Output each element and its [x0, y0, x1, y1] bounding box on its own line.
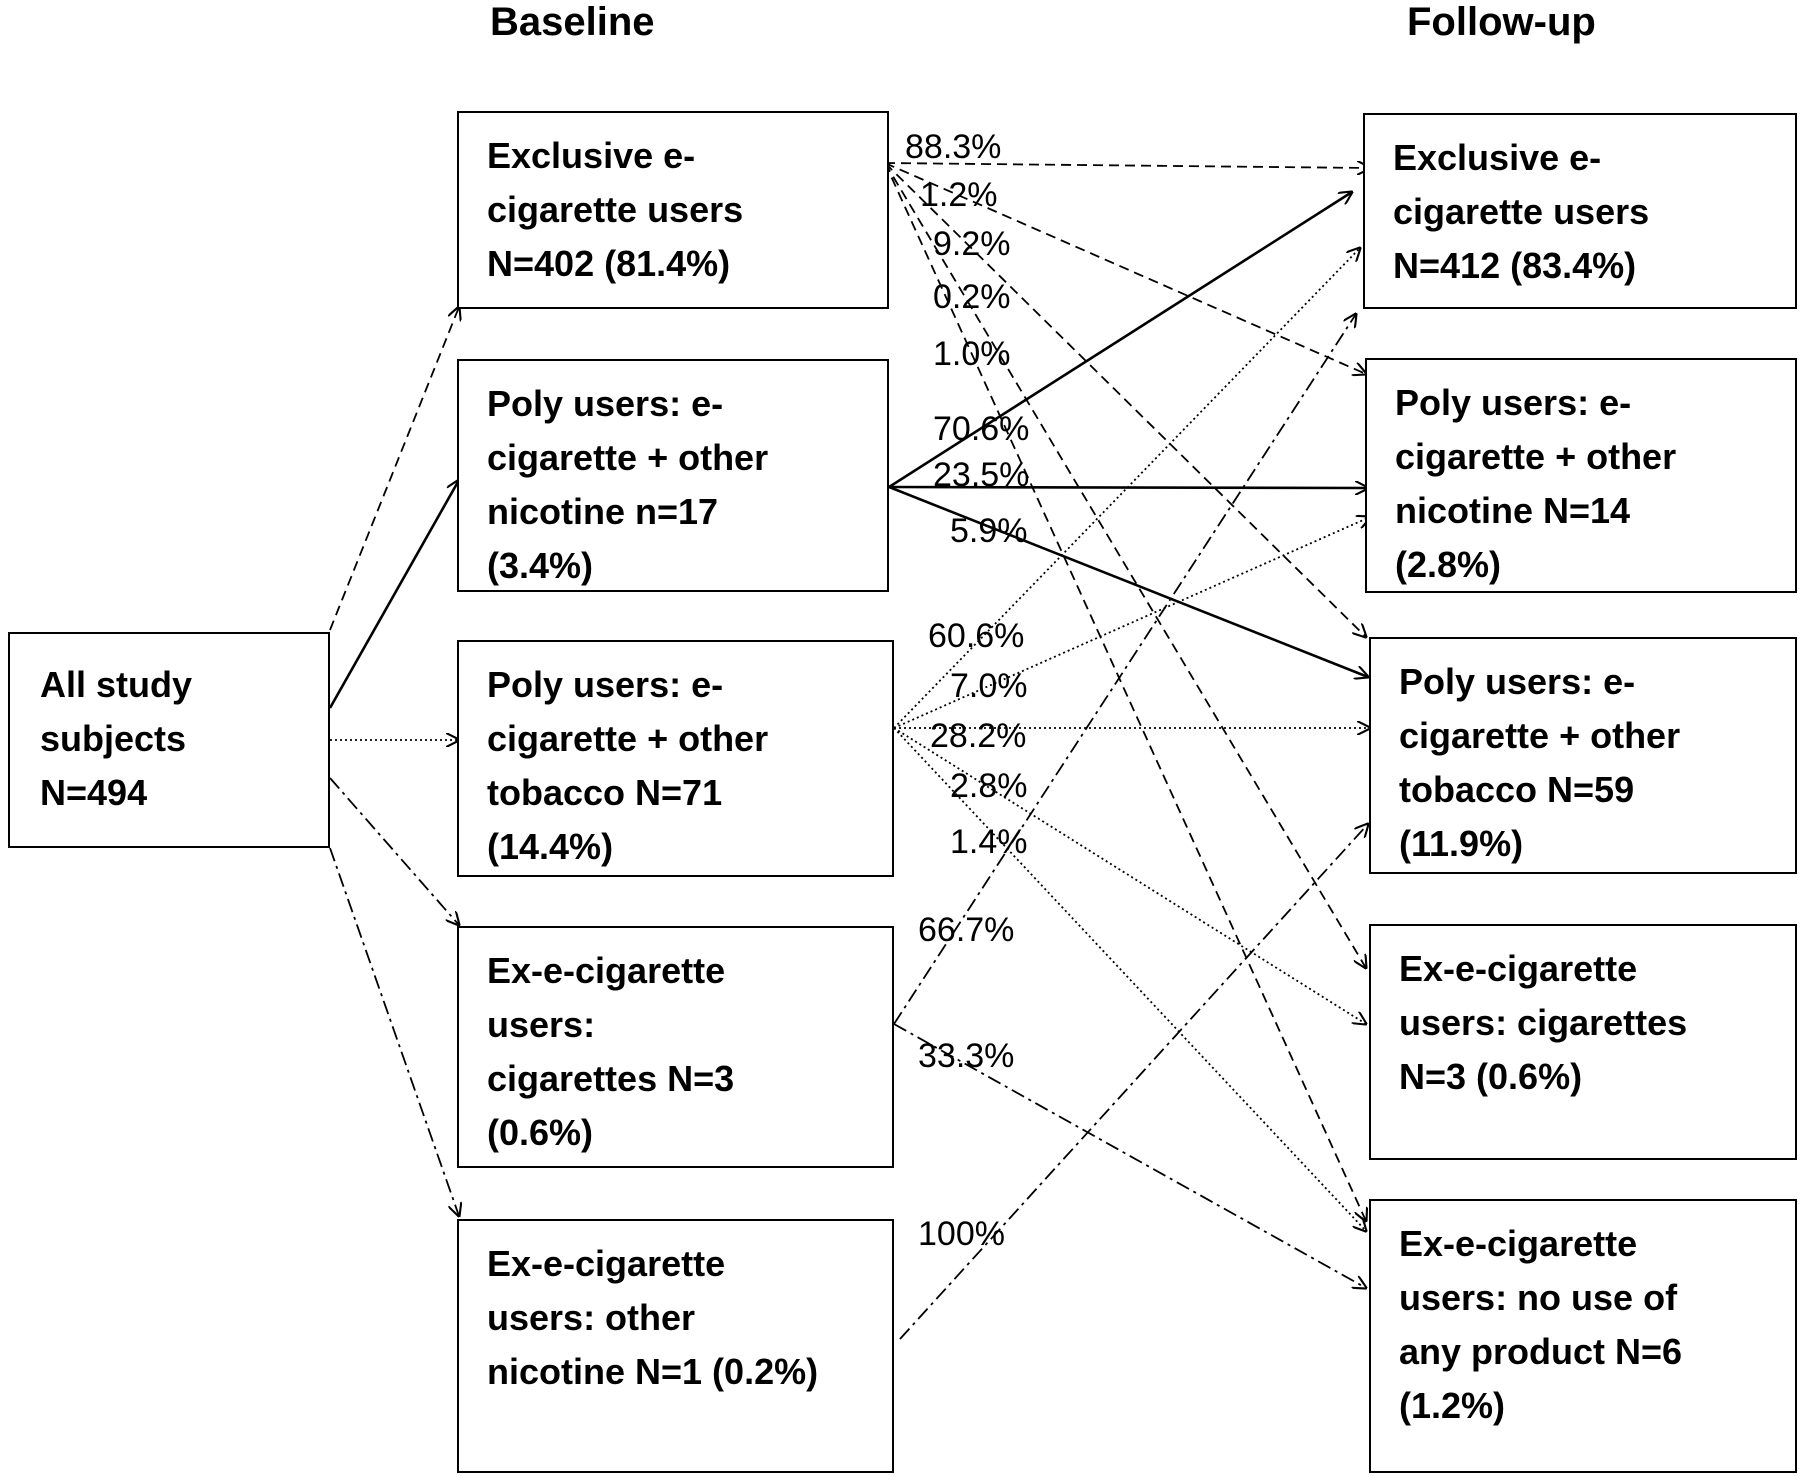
pct-label: 2.8%	[950, 767, 1028, 805]
transition-arrow	[884, 163, 1370, 168]
box-line: N=494	[40, 772, 148, 813]
pct-label: 70.6%	[933, 410, 1030, 448]
entry-arrow	[329, 307, 459, 631]
box-line: tobacco N=71	[487, 772, 723, 813]
baseline-box-ex-cigarettes: Ex-e-cigarette users: cigarettes N=3 (0.…	[457, 926, 894, 1168]
box-line: Poly users: e-	[487, 383, 724, 424]
box-line: users: other	[487, 1297, 696, 1338]
box-line: All study	[40, 664, 193, 705]
baseline-box-ex-other-nicotine: Ex-e-cigarette users: other nicotine N=1…	[457, 1219, 894, 1473]
box-line: cigarette + other	[1395, 436, 1677, 477]
followup-header: Follow-up	[1407, 0, 1596, 44]
pct-label: 28.2%	[930, 717, 1027, 755]
box-line: Ex-e-cigarette	[487, 950, 726, 991]
box-line: cigarette + other	[1399, 715, 1681, 756]
box-line: N=402 (81.4%)	[487, 243, 731, 284]
box-line: cigarette users	[487, 189, 744, 230]
pct-label: 66.7%	[918, 911, 1015, 949]
box-line: (3.4%)	[487, 545, 594, 586]
box-line: any product N=6	[1399, 1331, 1683, 1372]
followup-box-ex-cigarettes: Ex-e-cigarette users: cigarettes N=3 (0.…	[1369, 924, 1797, 1160]
box-line: (11.9%)	[1399, 823, 1524, 864]
pct-label: 1.4%	[950, 823, 1028, 861]
transition-arrow	[899, 824, 1368, 1340]
followup-box-poly-tobacco: Poly users: e- cigarette + other tobacco…	[1369, 637, 1797, 874]
box-line: subjects	[40, 718, 187, 759]
box-line: Ex-e-cigarette	[1399, 948, 1638, 989]
pct-label: 1.2%	[920, 176, 998, 214]
pct-label: 7.0%	[950, 667, 1028, 705]
all-subjects-box: All study subjects N=494	[8, 632, 330, 848]
transition-arrow	[893, 1023, 1366, 1288]
entry-arrow	[328, 480, 459, 709]
transition-arrow	[884, 162, 1366, 1221]
transition-arrow	[893, 248, 1360, 729]
box-line: cigarettes N=3	[487, 1058, 735, 1099]
box-line: Ex-e-cigarette	[487, 1243, 726, 1284]
pct-label: 5.9%	[950, 512, 1028, 550]
followup-box-ex-no-use: Ex-e-cigarette users: no use of any prod…	[1369, 1199, 1797, 1473]
pct-label: 60.6%	[928, 617, 1025, 655]
box-line: (1.2%)	[1399, 1385, 1506, 1426]
pct-label: 100%	[918, 1215, 1005, 1253]
box-line: Ex-e-cigarette	[1399, 1223, 1638, 1264]
box-line: tobacco N=59	[1399, 769, 1635, 810]
followup-box-exclusive: Exclusive e- cigarette users N=412 (83.4…	[1363, 113, 1797, 309]
box-line: N=412 (83.4%)	[1393, 245, 1637, 286]
entry-arrow	[329, 847, 459, 1216]
pct-label: 0.2%	[933, 278, 1011, 316]
box-line: (2.8%)	[1395, 544, 1502, 585]
box-line: (0.6%)	[487, 1112, 594, 1153]
baseline-header: Baseline	[490, 0, 655, 44]
pct-label: 23.5%	[933, 456, 1030, 494]
transition-arrow	[884, 162, 1366, 968]
box-line: Poly users: e-	[1399, 661, 1636, 702]
box-line: users: cigarettes	[1399, 1002, 1688, 1043]
box-line: Poly users: e-	[487, 664, 724, 705]
transition-arrow	[893, 517, 1370, 729]
box-line: (14.4%)	[487, 826, 614, 867]
transition-arrow	[884, 162, 1366, 374]
pct-label: 33.3%	[918, 1037, 1015, 1075]
entry-arrow	[329, 777, 459, 925]
box-line: nicotine N=1 (0.2%)	[487, 1351, 819, 1392]
box-line: cigarette + other	[487, 437, 769, 478]
pct-label: 88.3%	[905, 128, 1002, 166]
pct-label: 1.0%	[933, 335, 1011, 373]
followup-box-poly-nicotine: Poly users: e- cigarette + other nicotin…	[1365, 358, 1797, 593]
baseline-box-exclusive: Exclusive e- cigarette users N=402 (81.4…	[457, 111, 889, 309]
transition-arrow	[888, 485, 1368, 677]
box-line: users:	[487, 1004, 596, 1045]
box-line: nicotine n=17	[487, 491, 719, 532]
baseline-box-poly-tobacco: Poly users: e- cigarette + other tobacco…	[457, 640, 894, 877]
baseline-box-poly-nicotine: Poly users: e- cigarette + other nicotin…	[457, 359, 889, 592]
box-line: N=3 (0.6%)	[1399, 1056, 1583, 1097]
transition-arrow	[884, 162, 1366, 637]
box-line: nicotine N=14	[1395, 490, 1631, 531]
box-line: users: no use of	[1399, 1277, 1678, 1318]
transition-arrow	[888, 192, 1352, 489]
transition-arrow	[893, 314, 1356, 1025]
box-line: Exclusive e-	[487, 135, 696, 176]
box-line: Exclusive e-	[1393, 137, 1602, 178]
pct-label: 9.2%	[933, 225, 1011, 263]
box-line: Poly users: e-	[1395, 382, 1632, 423]
box-line: cigarette + other	[487, 718, 769, 759]
box-line: cigarette users	[1393, 191, 1650, 232]
